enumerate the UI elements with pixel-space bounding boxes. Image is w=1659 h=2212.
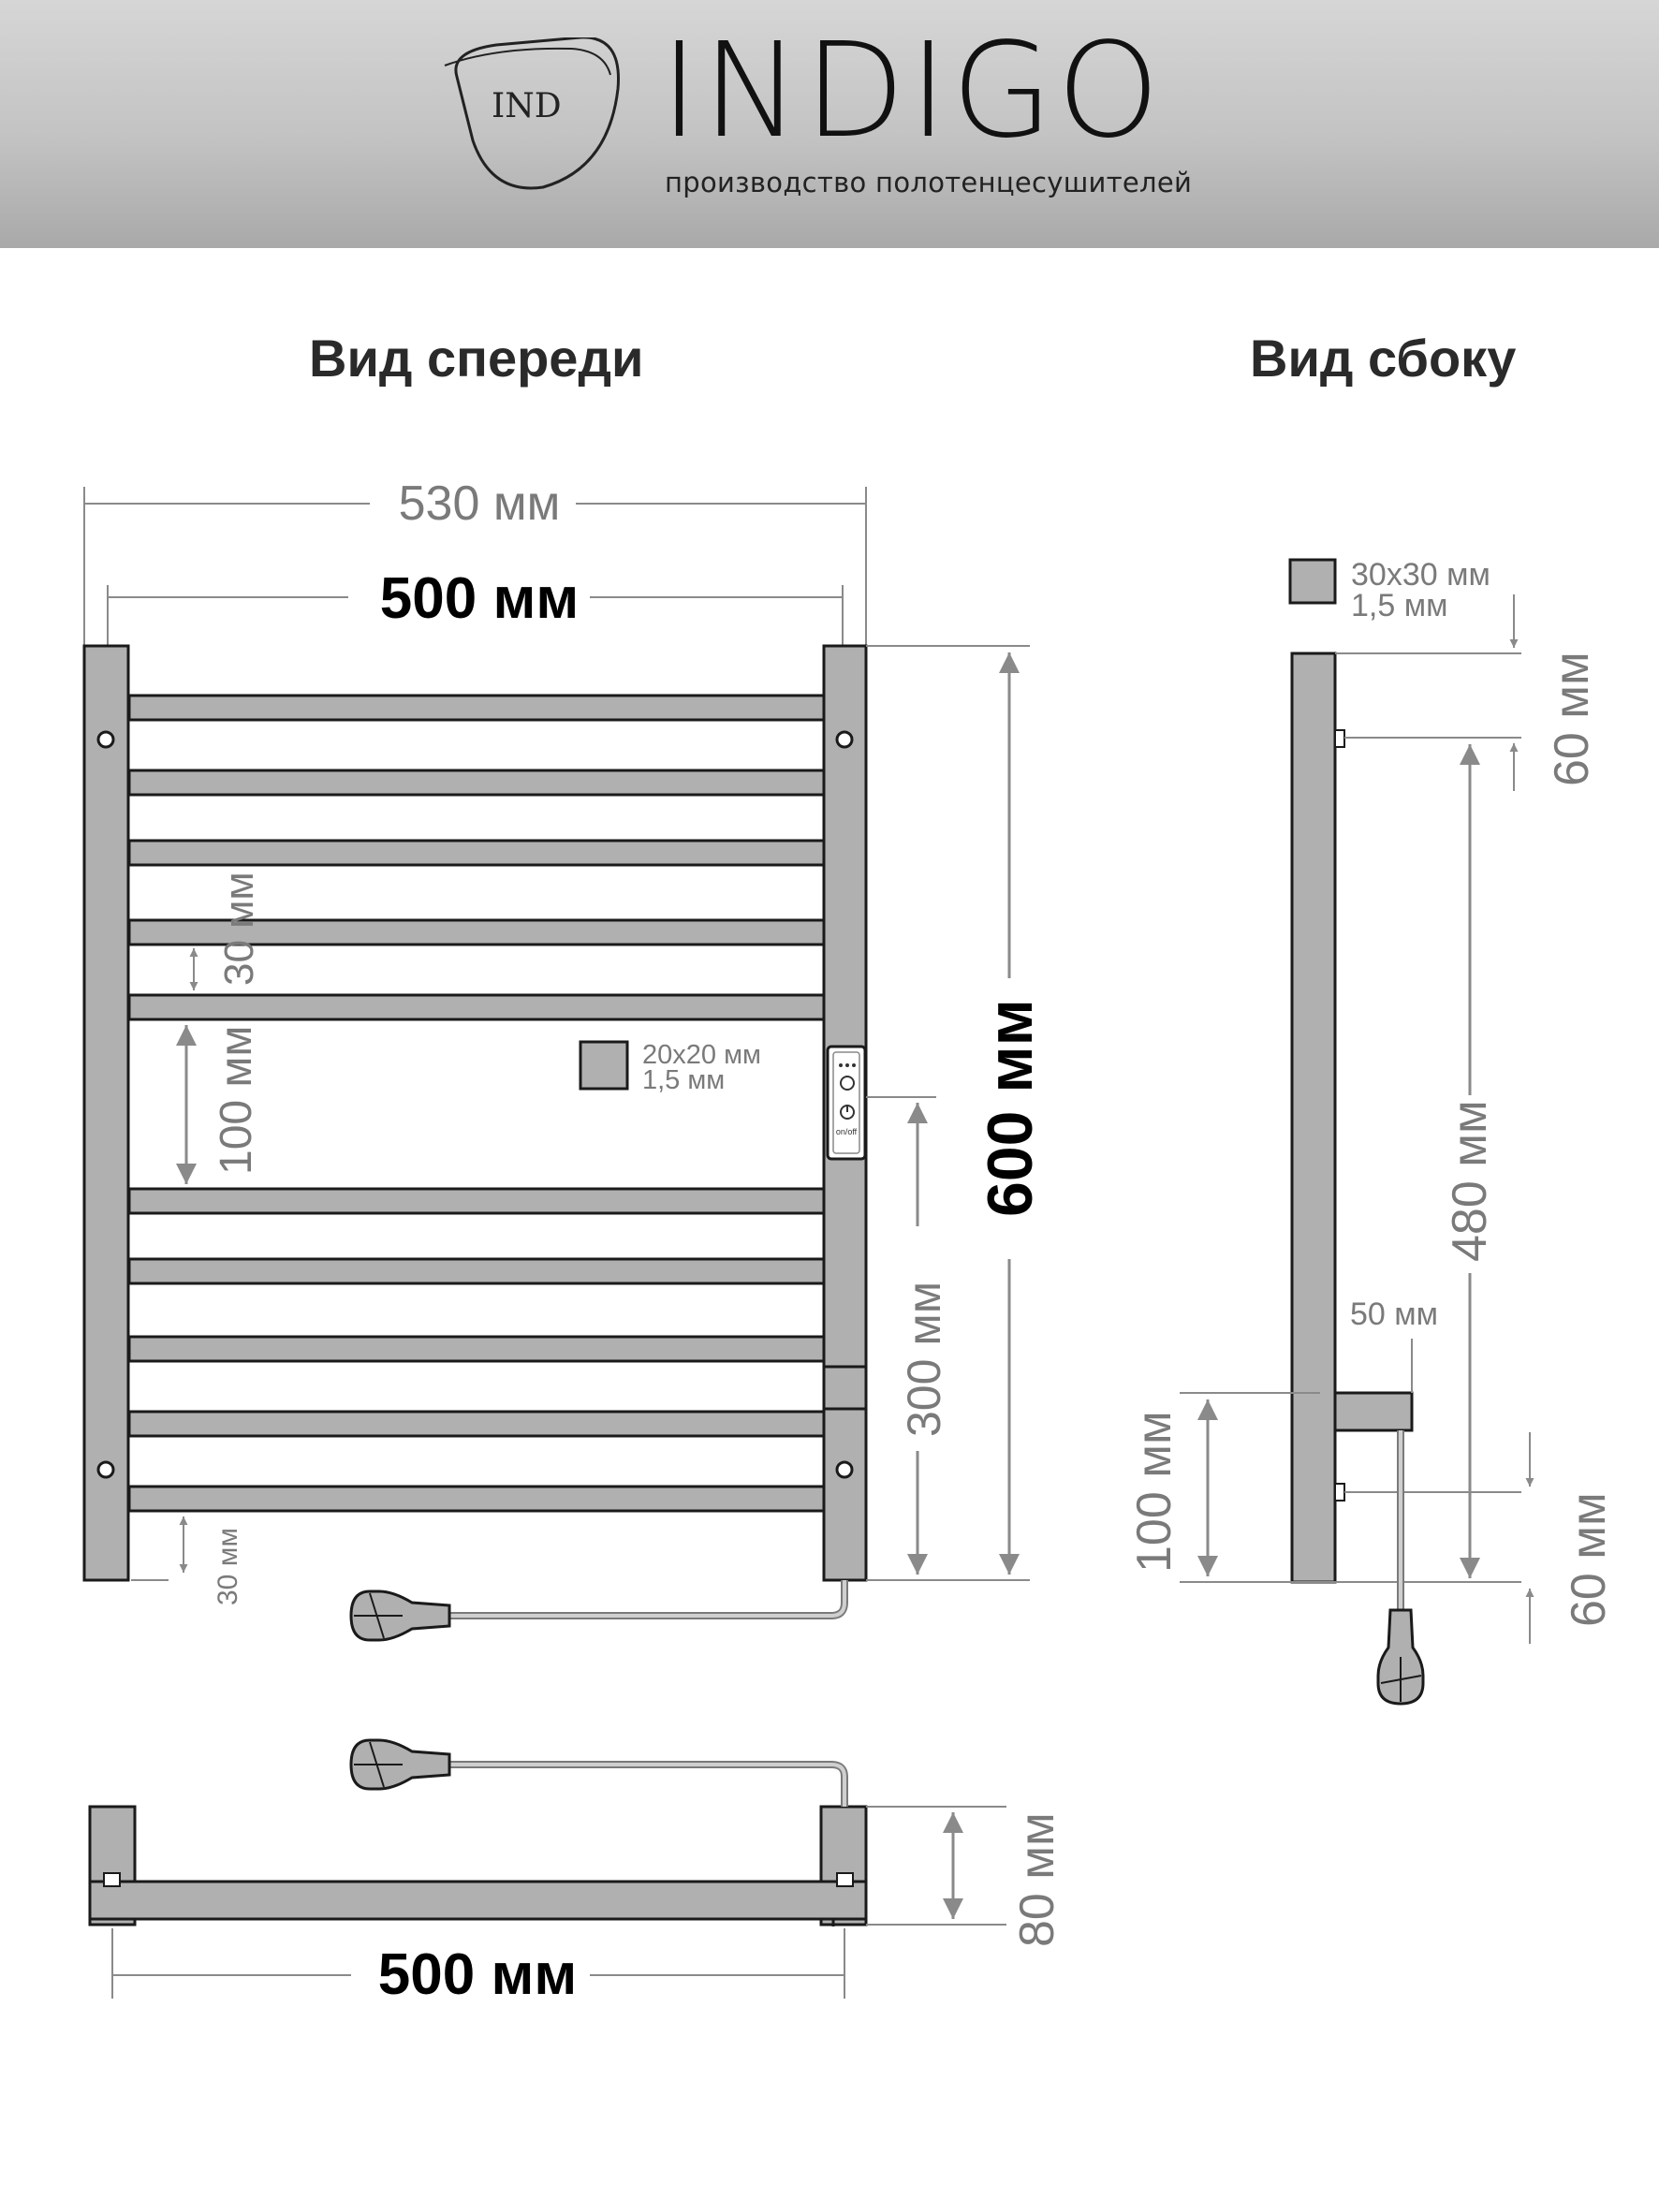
crossbar: [127, 1410, 826, 1438]
crossbar: [127, 1257, 826, 1285]
power-cable: [449, 1580, 848, 1619]
top-power-cable: [449, 1761, 848, 1807]
side-plug-icon: [1376, 1608, 1425, 1706]
left-upright: [82, 644, 130, 1582]
middle-gap-label: 100 мм: [212, 1026, 261, 1175]
overall-width-label: 530 мм: [399, 476, 561, 531]
side-view-title: Вид сбоку: [1250, 329, 1517, 388]
brand-tagline: производство полотенцесушителей: [665, 167, 1193, 198]
front-profile-size: 20x20 мм: [642, 1040, 761, 1070]
total-height-label: 600 мм: [975, 999, 1046, 1217]
crossbar: [127, 918, 826, 946]
mount-spacing-label: 480 мм: [1443, 1100, 1497, 1262]
top-width-label: 500 мм: [378, 1942, 577, 2007]
header-banner: IND INDIGO производство полотенцесушител…: [0, 0, 1659, 248]
front-view-title: Вид спереди: [309, 329, 644, 388]
crossbar: [127, 694, 826, 722]
side-top-offset-label: 60 мм: [1545, 652, 1599, 786]
control-panel: on/off: [826, 1045, 867, 1161]
mounting-hole-icon: [835, 1460, 854, 1479]
side-profile-square: [1288, 558, 1337, 605]
on-off-label: on/off: [836, 1127, 858, 1136]
crossbar: [127, 769, 826, 797]
front-view: 530 мм 500 мм: [82, 476, 1046, 1642]
brand-name: INDIGO: [660, 15, 1164, 168]
heater-height-label: 300 мм: [898, 1282, 950, 1437]
mounting-hole-icon: [96, 1460, 115, 1479]
bracket-square-icon: [836, 1872, 854, 1887]
bar-gap-label: 30 мм: [216, 872, 262, 986]
depth-label: 80 мм: [1010, 1812, 1064, 1947]
cable-height-label: 100 мм: [1127, 1411, 1182, 1573]
side-profile-size: 30x30 мм: [1351, 557, 1490, 593]
side-bottom-offset-label: 60 мм: [1562, 1492, 1616, 1627]
front-profile-wall: 1,5 мм: [642, 1065, 725, 1095]
side-view: 30x30 мм 1,5 мм 60 мм 480 мм 60 мм 50 мм…: [1127, 557, 1616, 1706]
crossbar: [127, 1335, 826, 1363]
wall-bracket: [1334, 1483, 1345, 1502]
mounting-hole-icon: [96, 730, 115, 749]
top-crossbar: [88, 1880, 868, 1921]
rail-width-label: 500 мм: [380, 566, 579, 631]
logo-monogram: IND: [492, 87, 562, 125]
top-view: 80 мм 500 мм: [88, 1738, 1064, 2007]
cable-offset-label: 50 мм: [1350, 1296, 1438, 1332]
crossbar: [127, 1485, 826, 1513]
timer-icon: [840, 1076, 855, 1091]
mounting-hole-icon: [835, 730, 854, 749]
bracket-square-icon: [103, 1872, 121, 1887]
plug-icon: [349, 1589, 451, 1642]
bottom-offset-label: 30 мм: [213, 1528, 243, 1605]
wall-bracket: [1334, 729, 1345, 748]
crossbar: [127, 839, 826, 867]
crossbar: [127, 993, 826, 1021]
heater-outlet: [1333, 1391, 1414, 1432]
side-profile-wall: 1,5 мм: [1351, 588, 1447, 623]
crossbar: [127, 1187, 826, 1215]
ind-logo-icon: IND: [444, 37, 620, 190]
side-upright: [1290, 652, 1337, 1584]
top-plug-icon: [349, 1738, 451, 1791]
profile-square: [579, 1040, 629, 1091]
